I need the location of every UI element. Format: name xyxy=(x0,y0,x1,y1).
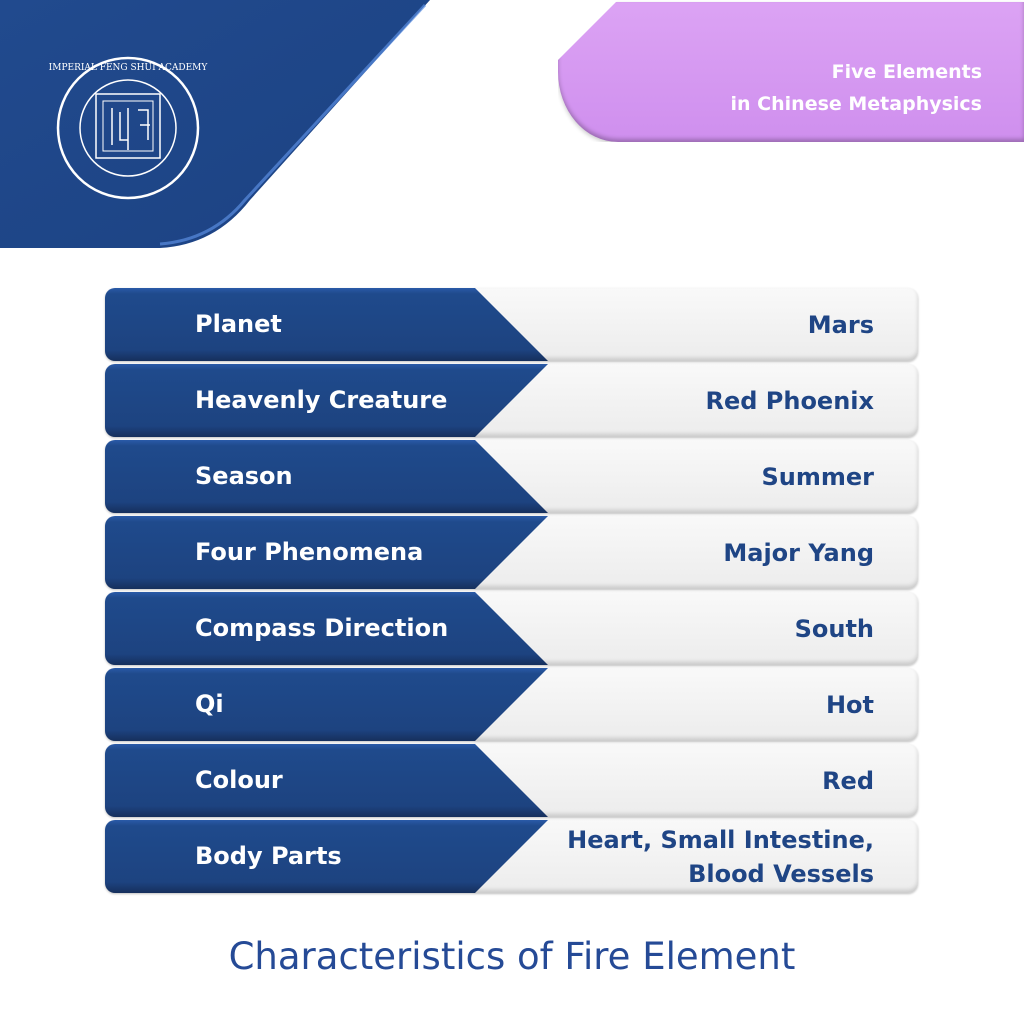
label-panel xyxy=(105,516,548,589)
row-label: Season xyxy=(195,462,293,490)
label-panel xyxy=(105,288,548,361)
row-label: Four Phenomena xyxy=(195,538,424,566)
row-label: Qi xyxy=(195,690,224,718)
table-row: Season Summer xyxy=(105,440,918,513)
row-label: Colour xyxy=(195,766,283,794)
label-panel xyxy=(105,440,548,513)
row-value: Major Yang xyxy=(723,538,874,567)
row-label: Body Parts xyxy=(195,842,342,870)
row-value: Mars xyxy=(807,310,874,339)
table-row: Heavenly Creature Red Phoenix xyxy=(105,364,918,437)
table-row: Planet Mars xyxy=(105,288,918,361)
header-badge xyxy=(558,2,1024,142)
table-row: Body Parts Heart, Small Intestine,Blood … xyxy=(105,820,918,893)
corner-banner: IMPERIAL FENG SHUI ACADEMY xyxy=(0,0,430,248)
row-label: Planet xyxy=(195,310,282,338)
label-panel xyxy=(105,744,548,817)
label-panel xyxy=(105,592,548,665)
row-label: Compass Direction xyxy=(195,614,449,642)
label-panel xyxy=(105,668,548,741)
row-value: Summer xyxy=(761,462,875,491)
table-row: Compass Direction South xyxy=(105,592,918,665)
academy-seal-logo xyxy=(56,56,200,200)
row-value: Red Phoenix xyxy=(705,386,874,415)
table-row: Colour Red xyxy=(105,744,918,817)
header-title: Five Elements in Chinese Metaphysics xyxy=(730,61,982,115)
row-value: Hot xyxy=(825,690,874,719)
row-value: Heart, Small Intestine,Blood Vessels xyxy=(567,825,874,888)
table-row: Qi Hot xyxy=(105,668,918,741)
footer-title: Characteristics of Fire Element xyxy=(228,935,796,978)
row-value: Red xyxy=(822,766,874,795)
label-panel xyxy=(105,820,548,893)
label-panel xyxy=(105,364,548,437)
row-value: South xyxy=(794,614,874,643)
svg-text:IMPERIAL FENG SHUI ACADEMY: IMPERIAL FENG SHUI ACADEMY xyxy=(49,63,209,73)
row-label: Heavenly Creature xyxy=(195,386,448,414)
table-row: Four Phenomena Major Yang xyxy=(105,516,918,589)
